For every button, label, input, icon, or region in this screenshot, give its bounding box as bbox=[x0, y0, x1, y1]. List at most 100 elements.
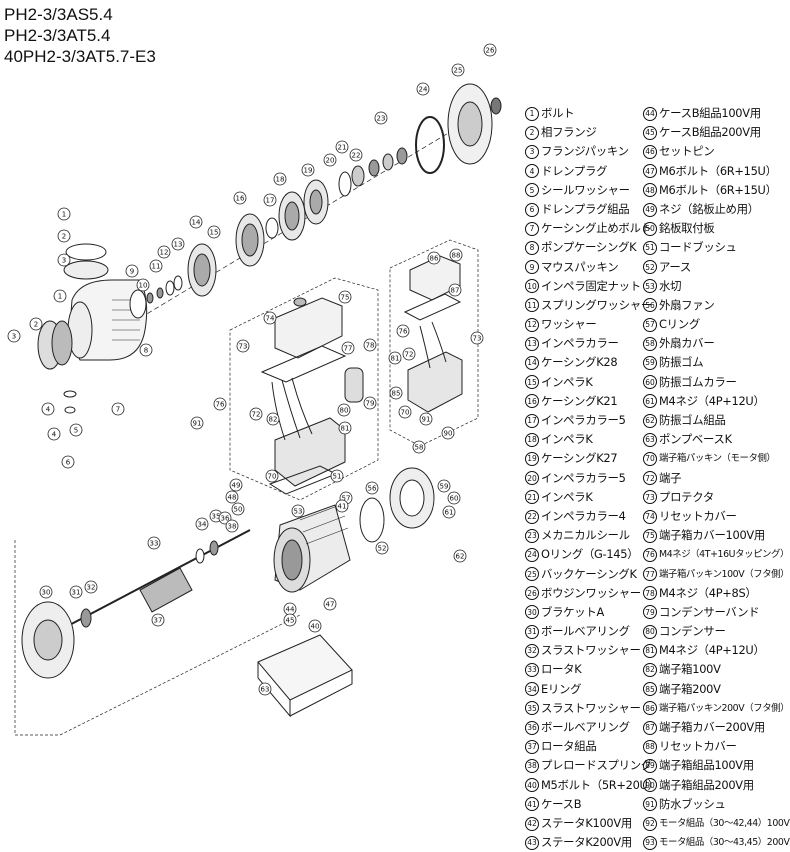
callout-label: 75 bbox=[338, 290, 352, 304]
svg-text:12: 12 bbox=[160, 249, 169, 257]
callout-label: 77 bbox=[341, 341, 355, 355]
svg-text:2: 2 bbox=[34, 321, 38, 329]
part-number-badge: 50 bbox=[643, 221, 657, 236]
part-number-badge: 20 bbox=[525, 471, 539, 486]
part-name: ポンプベースK bbox=[659, 432, 732, 447]
svg-text:91: 91 bbox=[193, 420, 202, 428]
svg-text:72: 72 bbox=[405, 351, 414, 359]
part-number-badge: 24 bbox=[525, 547, 539, 562]
callout-label: 63 bbox=[258, 682, 272, 696]
part-name: ボールベアリング bbox=[541, 624, 630, 639]
svg-text:31: 31 bbox=[72, 589, 81, 597]
callout-label: 3 bbox=[57, 253, 71, 267]
callout-label: 9 bbox=[125, 264, 139, 278]
part-name: ケーシングK27 bbox=[541, 451, 618, 466]
callout-label: 8 bbox=[139, 343, 153, 357]
svg-text:45: 45 bbox=[286, 617, 295, 625]
part-number-badge: 36 bbox=[525, 720, 539, 735]
part-name: バックケーシングK bbox=[541, 566, 637, 581]
svg-text:88: 88 bbox=[452, 252, 461, 260]
part-number-badge: 10 bbox=[525, 279, 539, 294]
part-name: ロータ組品 bbox=[541, 739, 597, 754]
callout-label: 76 bbox=[396, 324, 410, 338]
part-name: 端子箱パッキン（モータ側） bbox=[659, 453, 776, 465]
part-name: インペラカラー5 bbox=[541, 470, 626, 485]
svg-text:58: 58 bbox=[415, 444, 424, 452]
svg-text:76: 76 bbox=[399, 328, 408, 336]
svg-text:70: 70 bbox=[401, 409, 410, 417]
part-number-badge: 62 bbox=[643, 413, 657, 428]
part-number-badge: 78 bbox=[643, 586, 657, 601]
part-name: 端子箱組品100V用 bbox=[659, 758, 754, 773]
part-number-badge: 89 bbox=[643, 758, 657, 773]
callout-label: 87 bbox=[448, 283, 462, 297]
part-number-badge: 7 bbox=[525, 221, 539, 236]
part-name: ケースB bbox=[541, 796, 582, 811]
part-name: ネジ（銘板止め用） bbox=[659, 201, 759, 216]
part-name: 水切 bbox=[659, 278, 682, 293]
part-number-badge: 59 bbox=[643, 356, 657, 371]
callout-label: 23 bbox=[374, 111, 388, 125]
part-number-badge: 48 bbox=[643, 183, 657, 198]
svg-text:14: 14 bbox=[192, 219, 201, 227]
callout-label: 3 bbox=[7, 329, 21, 343]
pump-base-shape bbox=[257, 634, 353, 718]
part-number-badge: 70 bbox=[643, 451, 657, 466]
part-number-badge: 88 bbox=[643, 739, 657, 754]
callout-label: 79 bbox=[363, 396, 377, 410]
svg-text:63: 63 bbox=[261, 686, 270, 694]
part-name: M4ネジ（4P+12U） bbox=[659, 643, 765, 658]
svg-text:18: 18 bbox=[276, 176, 285, 184]
part-name: 端子 bbox=[659, 470, 682, 485]
part-name: ケースB組品200V用 bbox=[659, 125, 761, 140]
callout-label: 58 bbox=[412, 440, 426, 454]
svg-text:16: 16 bbox=[236, 195, 245, 203]
svg-text:87: 87 bbox=[451, 287, 460, 295]
callout-label: 53 bbox=[291, 504, 305, 518]
part-number-badge: 58 bbox=[643, 336, 657, 351]
svg-text:75: 75 bbox=[341, 294, 350, 302]
svg-text:76: 76 bbox=[216, 401, 225, 409]
callout-label: 15 bbox=[207, 225, 221, 239]
callout-label: 49 bbox=[229, 478, 243, 492]
part-number-badge: 5 bbox=[525, 183, 539, 198]
callout-label: 74 bbox=[263, 311, 277, 325]
part-name: プロテクタ bbox=[659, 489, 714, 504]
svg-text:80: 80 bbox=[340, 407, 349, 415]
part-name: インペラK bbox=[541, 489, 593, 504]
svg-text:73: 73 bbox=[239, 343, 248, 351]
part-name: 端子箱パッキン100V（フタ側） bbox=[659, 568, 790, 580]
part-number-badge: 13 bbox=[525, 336, 539, 351]
part-name: 相フランジ bbox=[541, 125, 597, 140]
part-number-badge: 2 bbox=[525, 125, 539, 140]
part-number-badge: 1 bbox=[525, 106, 539, 121]
callout-label: 70 bbox=[398, 405, 412, 419]
part-number-badge: 42 bbox=[525, 816, 539, 831]
part-name: マウスパッキン bbox=[541, 259, 619, 274]
